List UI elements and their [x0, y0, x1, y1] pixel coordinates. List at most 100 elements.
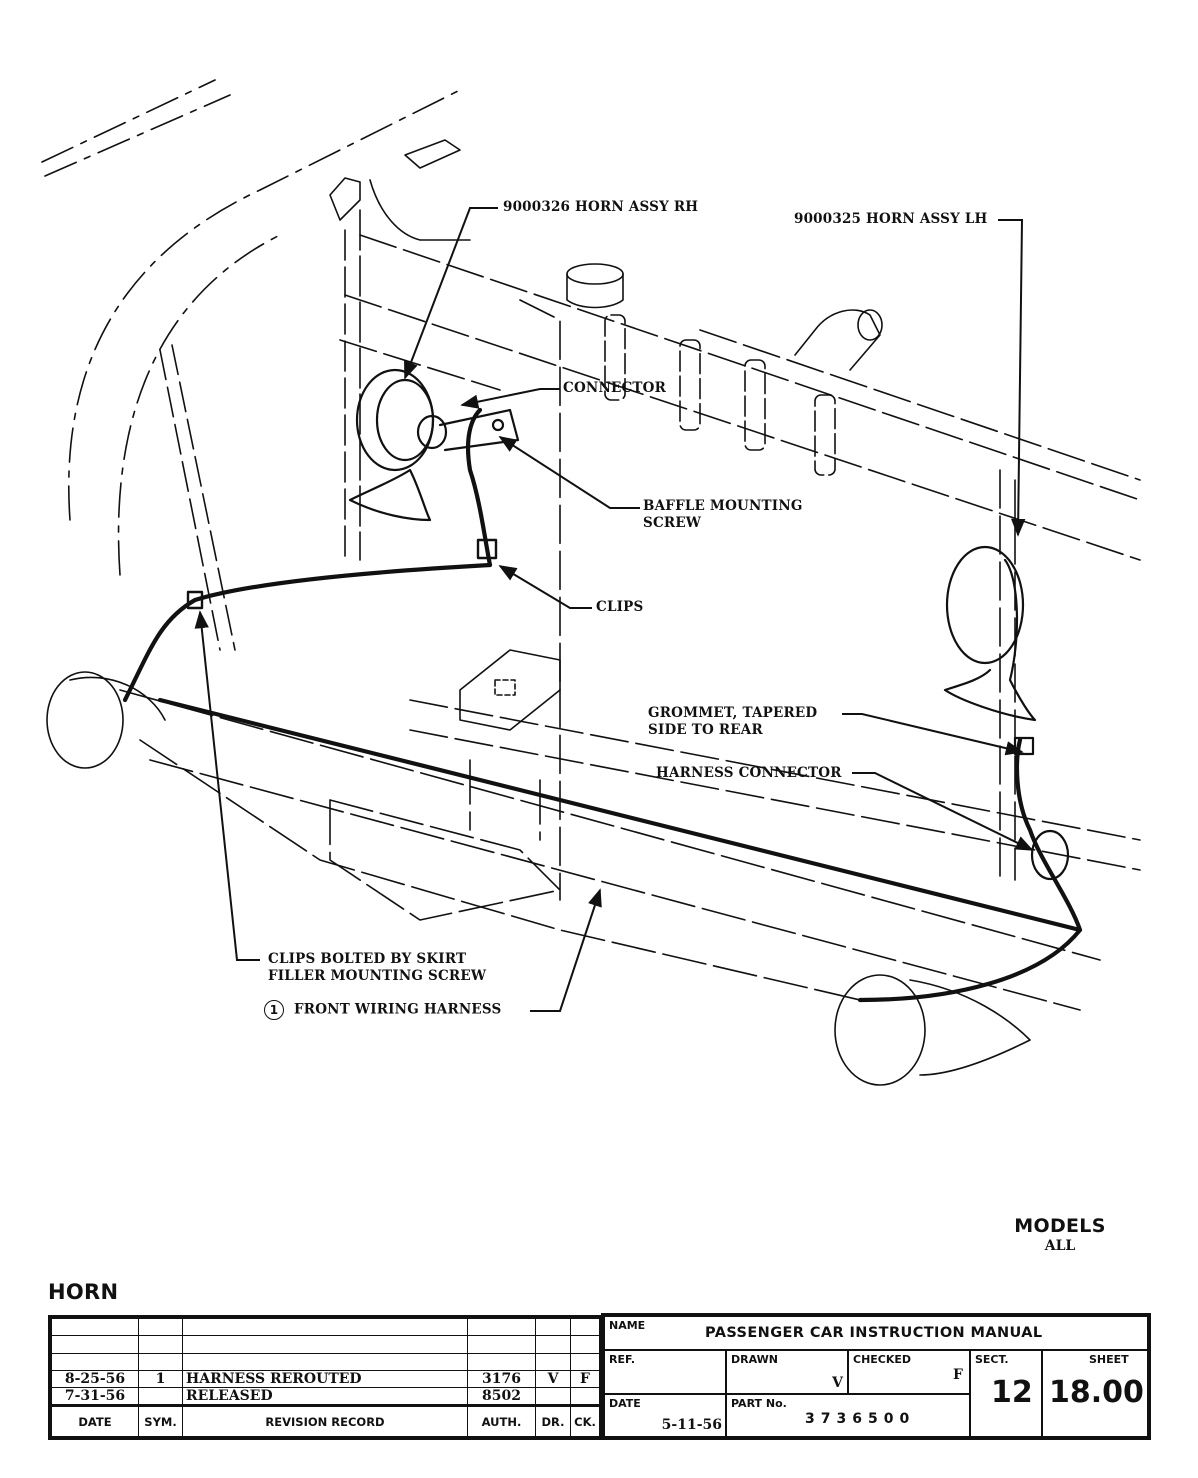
checked-label: CHECKED [853, 1353, 912, 1366]
name-cell: NAME PASSENGER CAR INSTRUCTION MANUAL [604, 1316, 1148, 1350]
page-title: HORN [48, 1280, 119, 1304]
rev-dr [535, 1335, 571, 1354]
date-value: 5-11-56 [661, 1417, 722, 1433]
header-dr: DR. [535, 1404, 571, 1437]
ref-cell: REF. [604, 1350, 726, 1394]
front-bumper [119, 689, 1101, 1011]
drawn-value: V [832, 1375, 843, 1391]
callout-grommet-line2: SIDE TO REAR [648, 722, 763, 738]
revision-record-table: 8-25-56 1 HARNESS REROUTED 3176 V F 7-31… [48, 1315, 601, 1440]
rev-ck: F [570, 1369, 600, 1389]
rev-ck [570, 1335, 600, 1354]
part-value: 3736500 [805, 1411, 916, 1427]
rev-record [182, 1352, 468, 1371]
models-label: MODELS [1014, 1215, 1106, 1237]
rev-record: RELEASED [182, 1387, 468, 1407]
callout-front-harness-text: FRONT WIRING HARNESS [294, 1001, 502, 1018]
leader-front-harness [530, 888, 602, 1012]
callout-clips: CLIPS [596, 599, 644, 615]
leader-clips-bolted [194, 610, 260, 961]
rev-auth: 8502 [467, 1387, 536, 1407]
revision-header-row: DATE SYM. REVISION RECORD AUTH. DR. CK. [51, 1404, 600, 1437]
header-date: DATE [51, 1404, 139, 1437]
leader-horn-rh [404, 207, 498, 380]
leader-horn-lh [998, 219, 1026, 537]
horn-installation-drawing [41, 79, 1141, 1086]
hood-outline [41, 79, 461, 576]
callout-baffle-line1: BAFFLE MOUNTING [643, 498, 803, 514]
rev-record [182, 1317, 468, 1337]
rev-sym [138, 1387, 183, 1407]
sheet-value: 18.00 [1049, 1375, 1144, 1410]
rev-ck [570, 1317, 600, 1337]
leader-grommet [842, 713, 1024, 756]
radiator-slots [604, 314, 836, 476]
rev-auth [467, 1352, 536, 1371]
sheet-label: SHEET [1089, 1353, 1129, 1366]
callout-baffle-mounting-screw: BAFFLE MOUNTING SCREW [643, 498, 803, 532]
rev-ck [570, 1387, 600, 1407]
rev-sym [138, 1352, 183, 1371]
rev-sym: 1 [138, 1369, 183, 1389]
date-cell: DATE 5-11-56 [604, 1394, 726, 1437]
radiator-cap [566, 263, 624, 309]
leader-lines [194, 207, 1034, 1012]
sect-value: 12 [991, 1375, 1033, 1410]
callout-clips-bolted-line2: FILLER MOUNTING SCREW [268, 968, 487, 984]
revision-row: 8-25-56 1 HARNESS REROUTED 3176 V F [51, 1369, 600, 1389]
rh-horn [348, 368, 520, 522]
rev-dr [535, 1387, 571, 1407]
callout-front-wiring-harness: 1 FRONT WIRING HARNESS [264, 1000, 502, 1020]
header-auth: AUTH. [467, 1404, 536, 1437]
rev-record [182, 1335, 468, 1354]
name-label: NAME [609, 1319, 646, 1332]
fender-bracket [159, 139, 471, 651]
grille-bracket [459, 649, 561, 731]
header-ck: CK. [570, 1404, 600, 1437]
name-value: PASSENGER CAR INSTRUCTION MANUAL [705, 1325, 1043, 1341]
rev-sym [138, 1335, 183, 1354]
rev-auth [467, 1317, 536, 1337]
rev-dr [535, 1352, 571, 1371]
header-sym: SYM. [138, 1404, 183, 1437]
revision-row [51, 1352, 600, 1371]
radiator-hose [794, 309, 883, 371]
callout-clips-bolted: CLIPS BOLTED BY SKIRT FILLER MOUNTING SC… [268, 951, 486, 985]
rev-sym [138, 1317, 183, 1337]
revision-row: 7-31-56 RELEASED 8502 [51, 1387, 600, 1407]
right-bumper-guard [834, 974, 1031, 1086]
callout-baffle-line2: SCREW [643, 515, 702, 531]
models-block: MODELS ALL [1010, 1215, 1110, 1254]
ref-label: REF. [609, 1353, 636, 1366]
leader-harness-connector [852, 772, 1034, 851]
callout-grommet: GROMMET, TAPERED SIDE TO REAR [648, 705, 817, 739]
leader-baffle [498, 436, 640, 509]
revision-row [51, 1317, 600, 1337]
rev-auth [467, 1335, 536, 1354]
models-value: ALL [1044, 1238, 1076, 1254]
drawn-cell: DRAWN V [726, 1350, 848, 1394]
date-label: DATE [609, 1397, 641, 1410]
rev-auth: 3176 [467, 1369, 536, 1389]
lh-horn [943, 545, 1070, 881]
callout-horn-assy-rh: 9000326 HORN ASSY RH [503, 199, 699, 215]
rev-date: 8-25-56 [51, 1369, 139, 1389]
rev-date [51, 1335, 139, 1354]
sect-label: SECT. [975, 1353, 1009, 1366]
header-record: REVISION RECORD [182, 1404, 468, 1437]
rev-date: 7-31-56 [51, 1387, 139, 1407]
leader-clips [498, 565, 592, 609]
rev-dr: V [535, 1369, 571, 1389]
revision-symbol-circle: 1 [264, 1000, 284, 1020]
drawn-label: DRAWN [731, 1353, 778, 1366]
checked-cell: CHECKED F [848, 1350, 970, 1394]
rev-date [51, 1317, 139, 1337]
left-bumper-guard [46, 671, 166, 769]
part-label: PART No. [731, 1397, 787, 1410]
callout-grommet-line1: GROMMET, TAPERED [648, 705, 818, 721]
leader-connector [460, 388, 560, 409]
revision-row [51, 1335, 600, 1354]
rev-date [51, 1352, 139, 1371]
sheet-cell: SHEET 18.00 [1042, 1350, 1148, 1437]
callout-harness-connector: HARNESS CONNECTOR [656, 765, 842, 781]
